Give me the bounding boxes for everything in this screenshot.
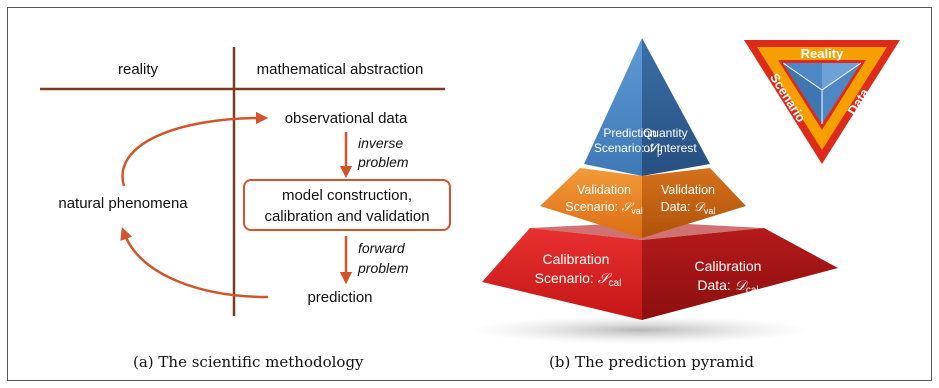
prediction-scenario-face bbox=[584, 38, 642, 176]
val-data-line-2: Data: bbox=[661, 200, 694, 214]
val-data-line-1: Validation bbox=[661, 183, 715, 197]
natural-phenomena-label: natural phenomena bbox=[58, 195, 188, 212]
cal-data-line-1: Calibration bbox=[695, 258, 762, 274]
subscript-p: p bbox=[657, 147, 662, 157]
quantity-of-interest-face bbox=[642, 38, 710, 176]
panel-b-pyramid: Prediction Scenario: 𝒮p Quantity of Inte… bbox=[470, 38, 900, 344]
prediction-scenario-text: Prediction bbox=[603, 126, 656, 140]
prediction-label: prediction bbox=[307, 289, 372, 306]
inverse-label-1: inverse bbox=[358, 135, 403, 151]
model-line-2: calibration and validation bbox=[264, 208, 429, 225]
cal-data-line-2: Data: bbox=[697, 277, 734, 293]
panel-a-methodology: reality mathematical abstraction observa… bbox=[40, 47, 451, 316]
subscript-cal: cal bbox=[609, 278, 622, 289]
calibration-scenario-text: Calibration bbox=[543, 251, 610, 267]
validation-scenario-text-2: Scenario: 𝒮val bbox=[565, 199, 642, 216]
val-scen-line-2: Scenario: bbox=[565, 200, 621, 214]
qoi-line-2: of Interest bbox=[643, 141, 697, 155]
calibration-data-text: Calibration bbox=[695, 258, 762, 274]
script-d-symbol: 𝒟 bbox=[694, 199, 706, 214]
val-scen-line-1: Validation bbox=[577, 183, 631, 197]
forward-label-2: problem bbox=[357, 260, 409, 276]
validation-data-face bbox=[642, 168, 746, 238]
observational-data-label: observational data bbox=[285, 110, 408, 127]
column-label-reality: reality bbox=[118, 61, 159, 78]
calibration-data-text-2: Data: 𝒟cal bbox=[697, 277, 758, 296]
model-line-1: model construction, bbox=[282, 187, 412, 204]
prediction-line-1: Prediction bbox=[603, 126, 656, 140]
validation-data-text-2: Data: 𝒟val bbox=[661, 199, 716, 216]
quantity-of-interest-text: Quantity of Interest bbox=[643, 126, 697, 155]
tri-edge-1 bbox=[782, 62, 823, 91]
cal-scen-line-2: Scenario: bbox=[535, 270, 598, 286]
validation-scenario-face bbox=[540, 168, 642, 238]
forward-label-1: forward bbox=[358, 240, 406, 256]
triangle-label-reality: Reality bbox=[801, 46, 844, 61]
triangle-core-facet-2 bbox=[783, 63, 822, 124]
tri-edge-2 bbox=[821, 62, 862, 91]
validation-data-text: Validation bbox=[661, 183, 715, 197]
reality-scenario-data-triangle: Reality Scenario Data bbox=[744, 40, 900, 164]
validation-scenario-text: Validation bbox=[577, 183, 631, 197]
cal-scen-line-1: Calibration bbox=[543, 251, 610, 267]
subscript-val: val bbox=[704, 206, 716, 216]
model-box bbox=[243, 179, 451, 231]
lower-curved-arrow bbox=[120, 227, 269, 299]
calibration-data-face bbox=[642, 228, 838, 320]
qoi-line-1: Quantity bbox=[643, 126, 688, 140]
script-d-symbol: 𝒟 bbox=[735, 278, 749, 294]
inverse-label-2: problem bbox=[357, 154, 409, 170]
calibration-scenario-face bbox=[482, 228, 642, 320]
pyramid-shadow bbox=[470, 316, 810, 344]
column-label-abstraction: mathematical abstraction bbox=[257, 61, 424, 78]
upper-curved-arrow bbox=[121, 111, 269, 187]
subscript-val: val bbox=[631, 206, 643, 216]
subscript-cal: cal bbox=[746, 285, 759, 296]
caption-b: (b) The prediction pyramid bbox=[549, 353, 754, 371]
caption-a: (a) The scientific methodology bbox=[133, 353, 364, 371]
prediction-line-2: Scenario: bbox=[594, 141, 648, 155]
